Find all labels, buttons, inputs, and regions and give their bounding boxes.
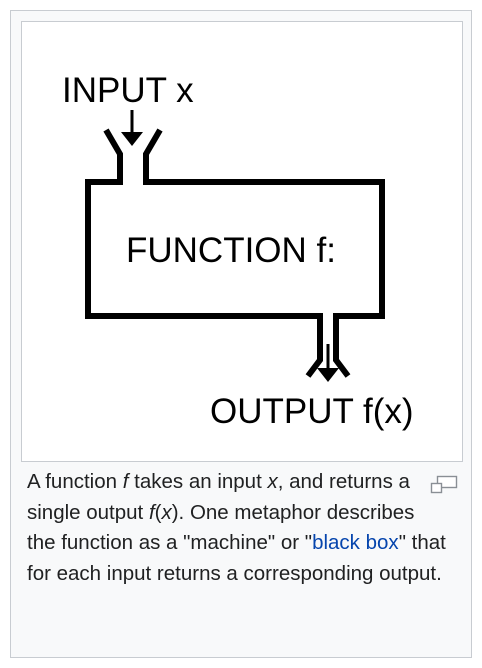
caption-var-f: f [148, 500, 155, 524]
caption-text: takes an input [128, 470, 268, 493]
diagram-image[interactable]: INPUT x FUNCTION f: OUTPUT f(x) [21, 21, 463, 462]
machine-outline [85, 128, 385, 378]
caption-text: " that for each input returns a correspo… [27, 531, 446, 585]
caption-text: ). One metaphor describes the function a… [27, 500, 415, 555]
function-machine-diagram: INPUT x FUNCTION f: OUTPUT f(x) [62, 71, 414, 431]
function-label: FUNCTION f: [126, 231, 336, 270]
input-arrow-icon [121, 110, 143, 146]
caption-var-x: x [161, 500, 172, 524]
figure-caption: A function f takes an input x, and retur… [27, 467, 447, 589]
caption-text: , and returns a single output [27, 470, 410, 524]
black-box-link[interactable]: black box [312, 531, 399, 554]
caption-text: A function [27, 470, 123, 493]
input-label: INPUT x [62, 71, 194, 110]
caption-var-x: x [267, 470, 278, 493]
caption-var-f: f [122, 470, 129, 493]
output-label: OUTPUT f(x) [210, 392, 414, 431]
magnify-clip-icon[interactable] [429, 473, 459, 497]
caption-text: ( [154, 500, 162, 524]
output-arrow-icon [317, 344, 339, 382]
thumbnail-figure: INPUT x FUNCTION f: OUTPUT f(x) A f [10, 10, 472, 658]
